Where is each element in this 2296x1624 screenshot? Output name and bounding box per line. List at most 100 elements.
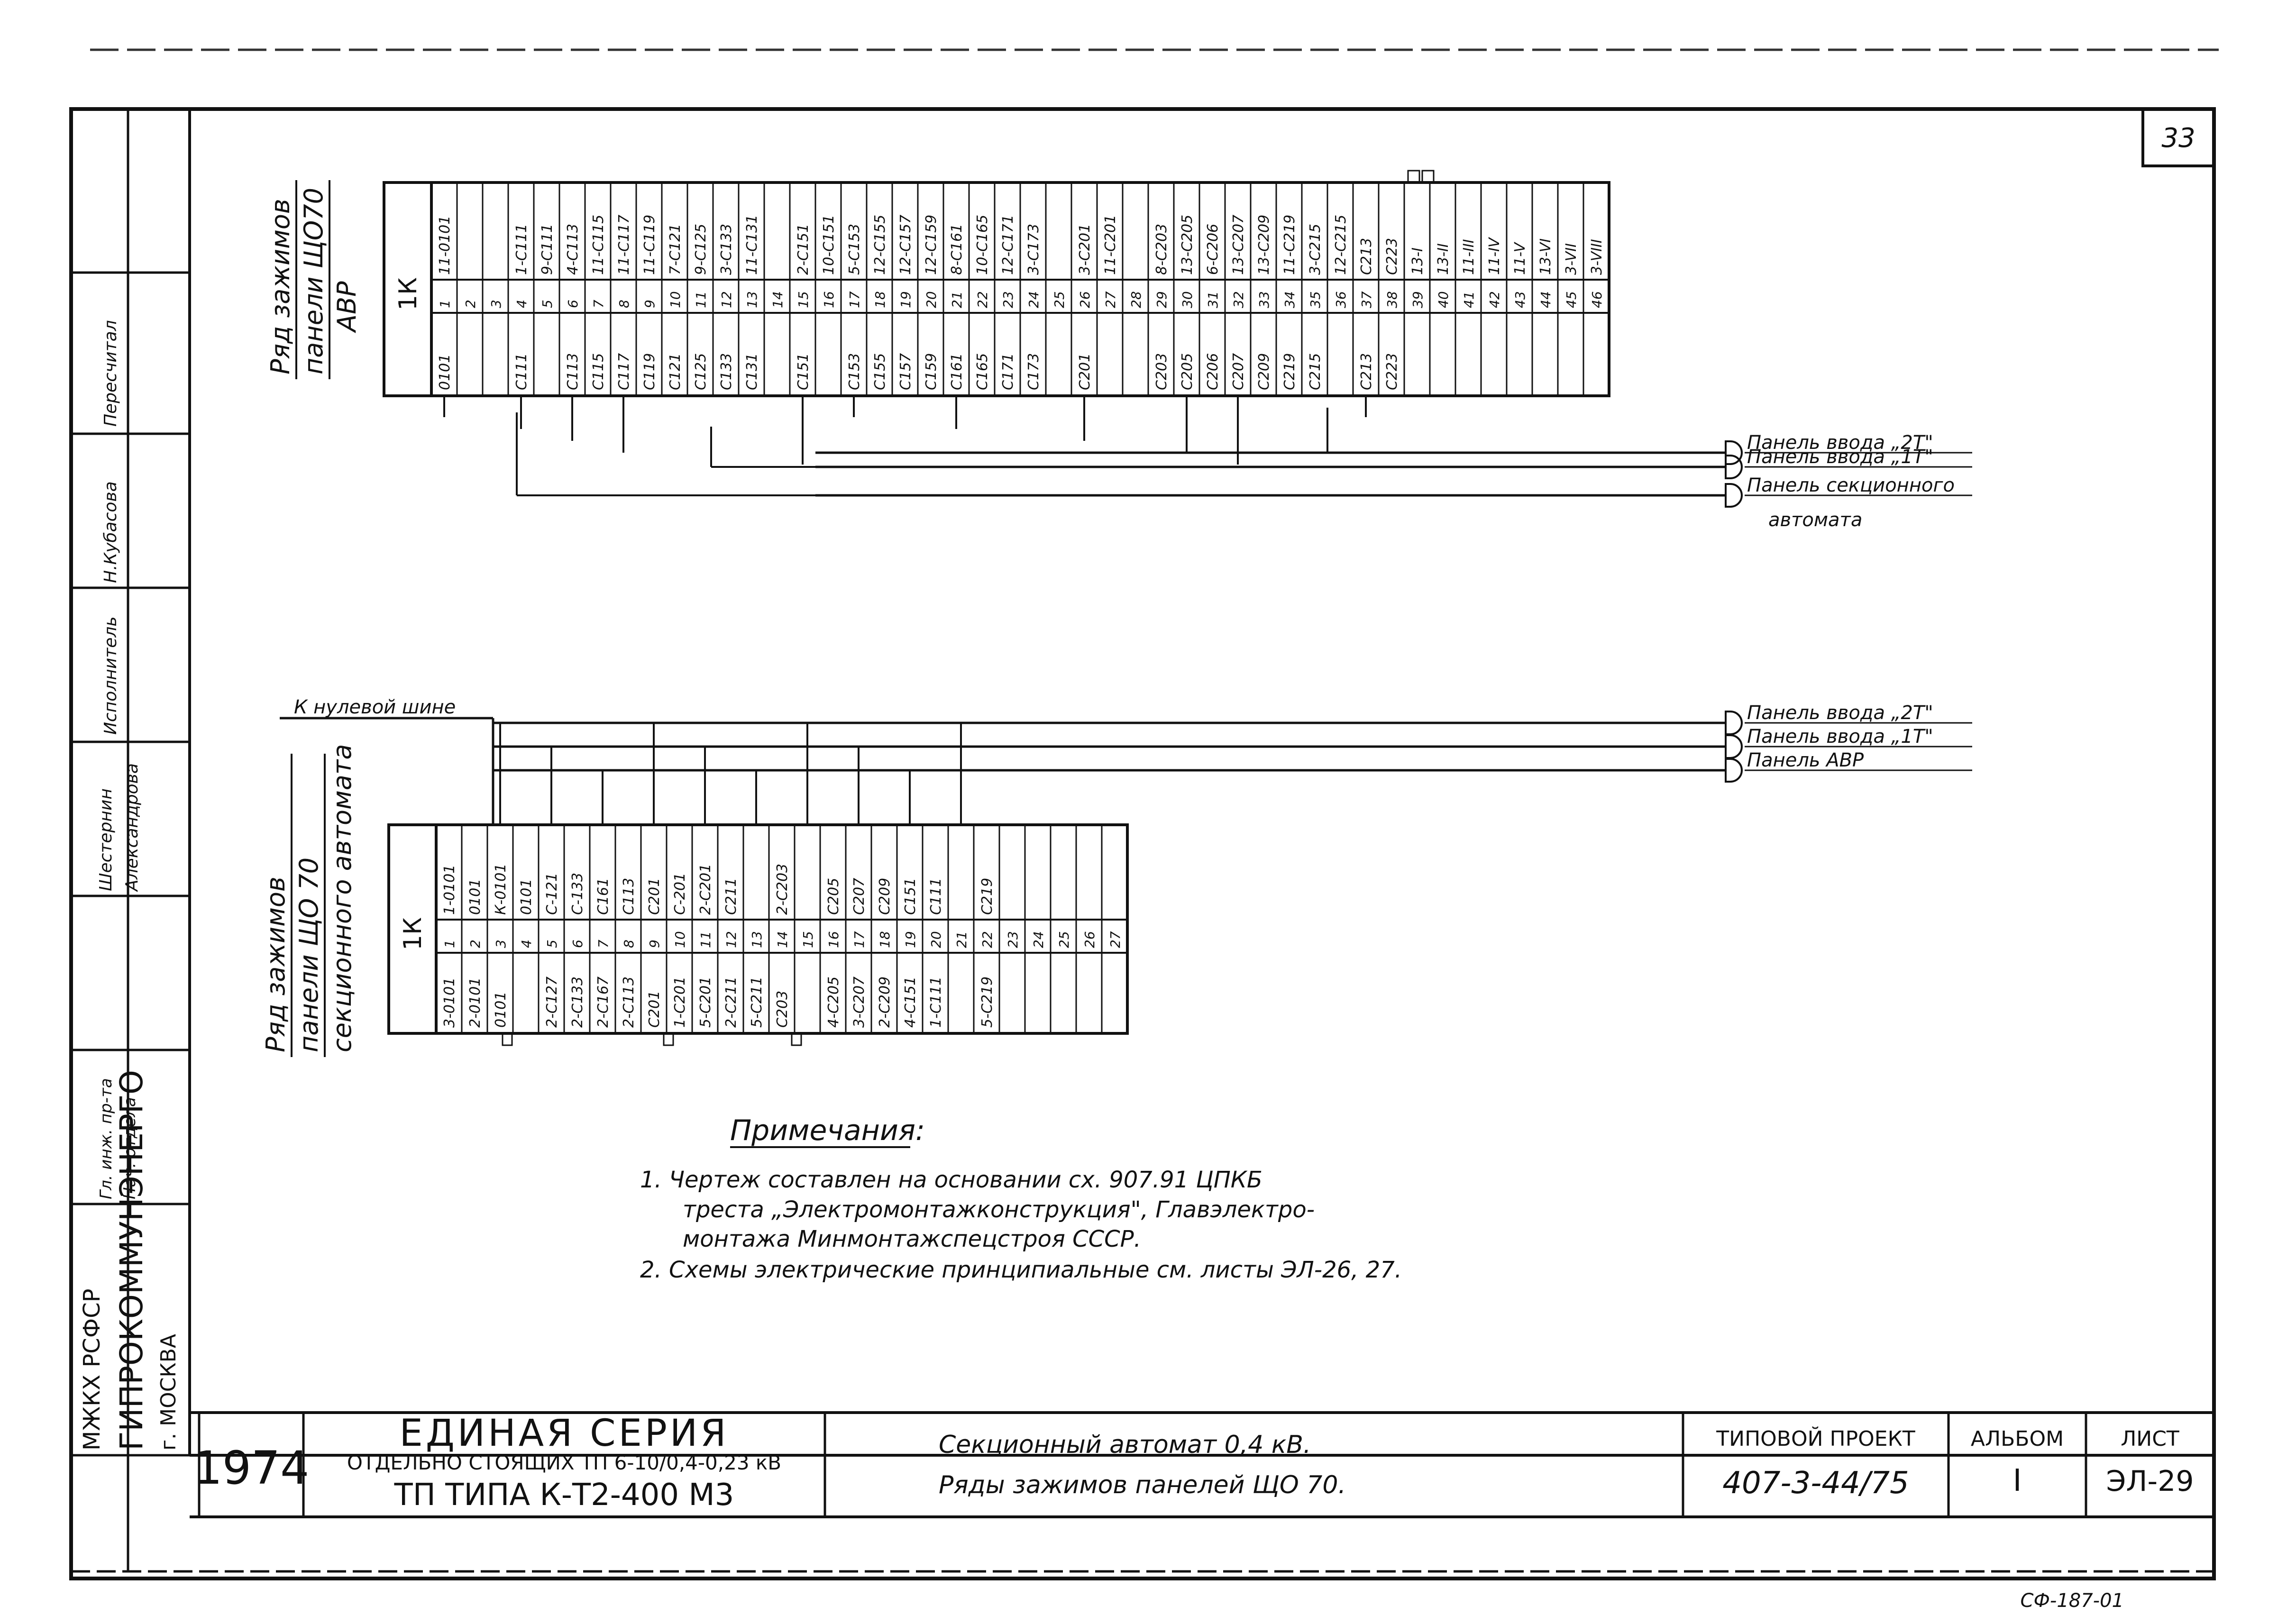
- top-top-label: 3-С173: [1025, 224, 1042, 275]
- top-bottom-label: С206: [1205, 353, 1221, 390]
- top-bottom-label: С165: [974, 353, 991, 390]
- top-terminal-number: 8: [616, 300, 632, 308]
- bottom-top-label: 0101: [467, 879, 484, 915]
- bottom-terminal-number: 27: [1107, 931, 1123, 948]
- bottom-top-label: С111: [928, 878, 944, 915]
- top-terminal-number: 43: [1512, 291, 1528, 308]
- bottom-terminal-number: 21: [954, 931, 970, 948]
- top-top-label: 11-С219: [1281, 215, 1298, 275]
- top-terminal-number: 27: [1103, 291, 1118, 308]
- top-top-label: 13-II: [1435, 243, 1452, 275]
- neutral-bus-label: К нулевой шине: [294, 696, 456, 718]
- bottom-top-label: С-121: [544, 873, 560, 915]
- top-bottom-label: С207: [1230, 353, 1247, 390]
- top-top-label: 11-С119: [641, 215, 658, 275]
- bottom-strip-title: Ряд зажимов панели ЩО 70 секционного авт…: [261, 744, 357, 1057]
- bottom-terminal-number: 1: [442, 940, 457, 948]
- note-line-1: 1. Чертеж составлен на основании сх. 907…: [640, 1167, 1262, 1193]
- top-bottom-label: С157: [897, 353, 914, 390]
- top-top-label: 9-С125: [693, 224, 709, 275]
- top-bottom-label: С213: [1358, 353, 1375, 390]
- bottom-terminal-number: 26: [1082, 931, 1098, 948]
- note-line-2: треста „Электромонтажконструкция", Главэ…: [683, 1196, 1315, 1223]
- top-terminal-number: 34: [1282, 291, 1298, 308]
- note-line-3: монтажа Минмонтажспецстроя СССР.: [683, 1226, 1141, 1252]
- bottom-terminal-number: 18: [877, 931, 893, 948]
- svg-text:Ряд зажимов: Ряд зажимов: [265, 199, 295, 374]
- top-terminal-number: 16: [821, 291, 837, 308]
- top-top-label: 3-VIII: [1589, 239, 1605, 275]
- bottom-top-label: К-0101: [493, 864, 509, 915]
- org-ministry: МЖКХ РСФСР: [79, 1288, 105, 1451]
- bottom-top-label: С-133: [569, 873, 586, 915]
- top-terminal-number: 22: [975, 291, 990, 308]
- top-top-label: 2-С151: [795, 224, 812, 275]
- bottom-bottom-label: 3-С207: [851, 976, 868, 1028]
- top-top-label: 10-С165: [974, 215, 991, 275]
- bottom-top-label: С211: [723, 878, 740, 915]
- top-output-label: Панель секционного: [1747, 474, 1955, 496]
- org-city: г. МОСКВА: [156, 1334, 181, 1451]
- bottom-terminal-number: 2: [467, 940, 483, 948]
- top-bottom-label: С115: [590, 353, 607, 390]
- bottom-terminal-number: 20: [928, 931, 944, 948]
- bottom-terminal-number: 14: [775, 931, 790, 948]
- top-terminal-number: 3: [488, 300, 504, 308]
- tb-series-title: ЕДИНАЯ СЕРИЯ: [400, 1412, 729, 1455]
- bottom-bottom-label: 2-С211: [723, 976, 740, 1028]
- top-top-label: 12-С159: [923, 215, 940, 275]
- top-top-label: 3-VII: [1563, 243, 1580, 275]
- bottom-top-label: С205: [825, 878, 842, 915]
- top-terminal-number: 36: [1333, 291, 1349, 308]
- top-terminal-number: 17: [847, 291, 862, 308]
- bottom-output-label: Панель ввода „1Т": [1747, 726, 1933, 748]
- bottom-bottom-label: 2-0101: [467, 977, 484, 1028]
- bottom-bottom-label: 2-С133: [569, 976, 586, 1028]
- top-bottom-label: С171: [1000, 353, 1016, 390]
- bottom-terminal-number: 3: [493, 940, 509, 948]
- bottom-terminal-number: 13: [749, 931, 765, 948]
- svg-text:Ряд зажимов: Ряд зажимов: [261, 876, 291, 1052]
- note-line-4: 2. Схемы электрические принципиальные см…: [640, 1257, 1402, 1283]
- top-terminal-number: 38: [1384, 291, 1400, 308]
- svg-text:панели ЩО70: панели ЩО70: [299, 188, 329, 374]
- bottom-bottom-label: 1-С111: [928, 976, 944, 1028]
- top-terminal-number: 7: [591, 300, 606, 308]
- top-terminal-number: 37: [1359, 291, 1374, 308]
- bottom-top-label: С161: [595, 878, 612, 915]
- bottom-bottom-label: 4-С151: [902, 976, 919, 1028]
- top-terminal-number: 25: [1052, 291, 1067, 308]
- top-top-label: 8-С203: [1153, 224, 1170, 275]
- top-bottom-label: С111: [513, 353, 530, 390]
- top-bottom-label: С155: [872, 353, 888, 390]
- bottom-top-label: С201: [646, 878, 663, 915]
- bottom-top-label: 2-С201: [697, 864, 714, 915]
- top-top-label: 13-I: [1409, 247, 1426, 275]
- top-bottom-label: С133: [718, 353, 735, 390]
- margin-role-pereschital: Пересчитал: [101, 320, 120, 427]
- bottom-bottom-label: 2-С167: [595, 976, 612, 1028]
- top-top-label: 12-С171: [1000, 215, 1016, 275]
- bottom-top-label: 2-С203: [774, 864, 791, 915]
- bottom-terminal-number: 9: [647, 940, 662, 948]
- top-terminal-number: 21: [949, 291, 965, 308]
- bottom-terminal-number: 10: [672, 931, 688, 948]
- top-terminal-number: 31: [1205, 291, 1221, 308]
- top-top-label: 13-С205: [1179, 215, 1196, 275]
- top-top-label: 3-С133: [718, 224, 735, 275]
- bottom-connector-icon: [1725, 734, 1743, 759]
- top-top-label: 12-С155: [872, 215, 888, 275]
- top-connector-icon: [1725, 483, 1743, 508]
- top-top-label: 13-С209: [1256, 215, 1272, 275]
- notes: Примечания: 1. Чертеж составлен на основ…: [640, 1114, 1402, 1283]
- top-terminal-number: 23: [1000, 291, 1016, 308]
- top-terminal-number: 18: [872, 291, 888, 308]
- top-terminal-number: 1: [437, 300, 453, 308]
- bottom-bottom-label: 3-0101: [441, 977, 458, 1028]
- top-terminal-number: 5: [540, 300, 555, 308]
- bottom-terminal-number: 11: [698, 931, 713, 948]
- margin-role-shesternin: Шестернин: [96, 788, 116, 891]
- margin-role-aleksandrova: Александрова: [122, 763, 142, 892]
- top-terminal-number: 13: [744, 291, 760, 308]
- svg-text:панели ЩО 70: панели ЩО 70: [294, 858, 324, 1052]
